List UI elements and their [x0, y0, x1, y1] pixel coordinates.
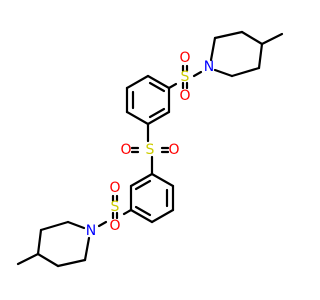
sulfur-atom-lower: S — [111, 199, 120, 215]
lower-sulfonyl-bonds — [97, 194, 133, 228]
structure-diagram: S O O S O O N S O O N — [16, 30, 284, 268]
oxygen-atom-upper-top: O — [179, 50, 190, 66]
sulfur-atom-upper: S — [181, 69, 190, 85]
nitrogen-atom-upper: N — [204, 59, 214, 75]
oxygen-atom-center-left: O — [120, 142, 131, 158]
oxygen-atom-lower-bottom: O — [109, 218, 120, 234]
lower-piperidine-ring — [16, 220, 91, 268]
upper-sulfonyl-bonds — [167, 64, 203, 90]
lower-benzene-ring — [129, 172, 175, 224]
central-sulfonyl-bonds — [130, 122, 170, 176]
sulfur-atom-center: S — [146, 142, 155, 158]
nitrogen-atom-lower: N — [86, 223, 96, 239]
oxygen-atom-lower-top: O — [109, 180, 120, 196]
oxygen-atom-upper-bottom: O — [179, 88, 190, 104]
upper-benzene-ring — [125, 74, 171, 126]
oxygen-atom-center-right: O — [168, 142, 179, 158]
upper-piperidine-ring — [209, 30, 284, 78]
